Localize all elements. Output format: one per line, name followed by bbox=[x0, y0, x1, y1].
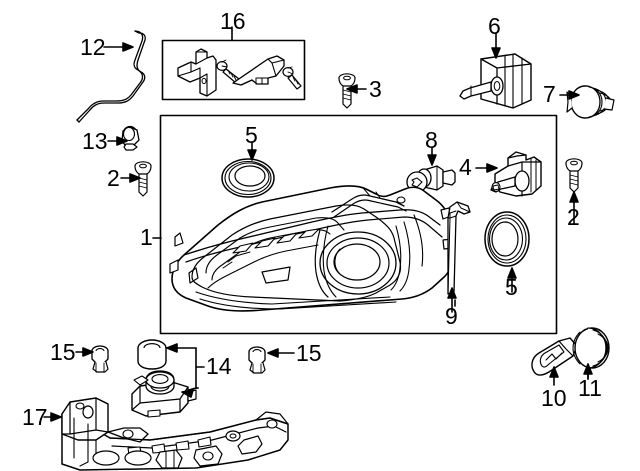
part-2-screw-right bbox=[565, 158, 583, 193]
part-1-headlamp-assembly bbox=[169, 185, 454, 312]
part-4-leveling-motor bbox=[490, 151, 542, 197]
callout-label-5-lower: 5 bbox=[505, 274, 518, 300]
callout-label-15-left: 15 bbox=[50, 339, 76, 365]
callout-label-10: 10 bbox=[541, 385, 567, 411]
callout-label-6: 6 bbox=[488, 13, 501, 39]
callout-label-3: 3 bbox=[369, 76, 382, 102]
callout-label-4: 4 bbox=[459, 154, 472, 180]
part-14-bushing bbox=[137, 339, 167, 370]
part-12-bent-wire-rod bbox=[76, 30, 146, 123]
callout-label-17: 17 bbox=[22, 404, 48, 430]
part-11-bulb-cap bbox=[572, 327, 610, 369]
callout-label-14: 14 bbox=[206, 353, 232, 379]
callout-label-2-right: 2 bbox=[567, 204, 580, 230]
callout-label-15-right: 15 bbox=[296, 340, 322, 366]
part-5-seal-ring-lower bbox=[484, 211, 530, 267]
part-2-screw-left bbox=[134, 161, 152, 197]
callout-label-11: 11 bbox=[578, 375, 602, 401]
callout-label-12: 12 bbox=[80, 34, 106, 60]
part-9-hex-wrench bbox=[447, 201, 471, 295]
callout-label-9: 9 bbox=[445, 303, 458, 329]
part-6-control-module bbox=[459, 53, 532, 109]
part-16-bracket-kit-contents bbox=[177, 48, 302, 97]
part-3-screw bbox=[338, 73, 356, 109]
callout-label-13: 13 bbox=[82, 128, 108, 154]
leader-lines bbox=[43, 26, 593, 422]
part-15-mount-grommet-left bbox=[91, 345, 109, 373]
part-8-bulb-socket bbox=[406, 165, 456, 193]
part-5-seal-ring-upper bbox=[221, 158, 275, 198]
part-15-mount-grommet-right bbox=[248, 346, 266, 374]
callout-label-2-left: 2 bbox=[107, 165, 120, 191]
callout-label-5-upper: 5 bbox=[245, 122, 258, 148]
part-14-sensor-module bbox=[131, 370, 197, 418]
part-7-coil-boot bbox=[566, 85, 615, 119]
callout-label-8: 8 bbox=[425, 127, 438, 153]
part-13-clip-grommet bbox=[121, 125, 140, 151]
part-17-mounting-bracket bbox=[61, 397, 289, 471]
callout-label-1: 1 bbox=[140, 224, 153, 250]
callout-label-7: 7 bbox=[543, 81, 556, 107]
callout-label-16: 16 bbox=[220, 8, 246, 34]
